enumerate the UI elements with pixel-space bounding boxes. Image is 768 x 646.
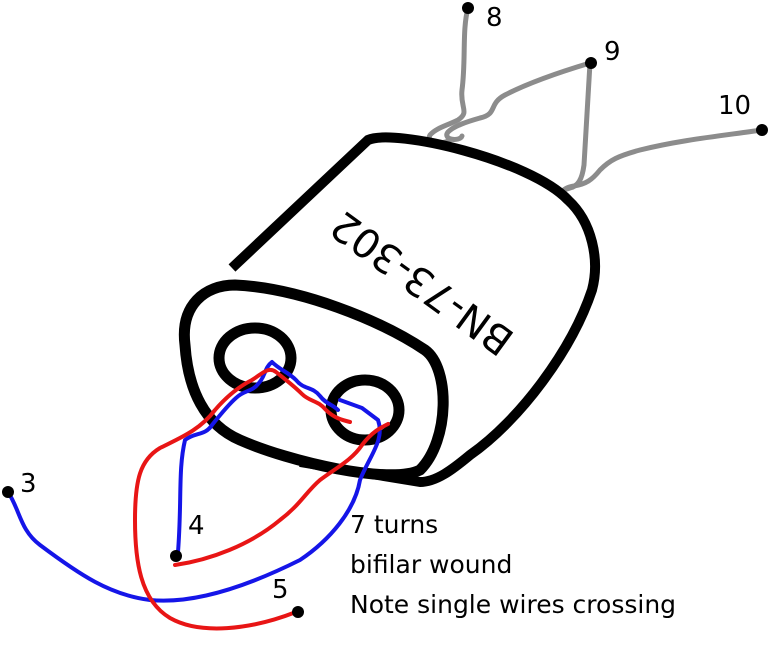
pin-10-label: 10	[718, 91, 751, 121]
pin-5-label: 5	[272, 575, 289, 605]
pin-9-dot	[585, 57, 597, 69]
wire-gray-pin-9-down	[557, 60, 593, 203]
primary-winding	[6, 360, 390, 631]
wire-blue	[6, 360, 382, 603]
pins	[2, 2, 768, 618]
pin-3-label: 3	[20, 469, 37, 499]
pin-4-dot	[170, 550, 182, 562]
pin-labels: 3 4 5 8 9 10	[20, 3, 751, 605]
pin-4-label: 4	[188, 511, 205, 541]
pin-5-dot	[292, 606, 304, 618]
note-bifilar: bifilar wound	[350, 550, 512, 579]
wire-gray-to-pin-10	[559, 127, 765, 203]
pin-10-dot	[756, 124, 768, 136]
pin-3-dot	[2, 486, 14, 498]
wire-red	[133, 367, 390, 631]
pin-8-label: 8	[486, 3, 503, 33]
wire-gray-pin-9-left	[444, 60, 593, 142]
ferrite-core: BN-73-302	[178, 132, 600, 487]
note-crossing: Note single wires crossing	[350, 590, 676, 619]
pin-8-dot	[462, 2, 474, 14]
winding-notes: 7 turns bifilar wound Note single wires …	[350, 510, 676, 619]
note-turns: 7 turns	[350, 510, 438, 539]
pin-9-label: 9	[604, 37, 621, 67]
